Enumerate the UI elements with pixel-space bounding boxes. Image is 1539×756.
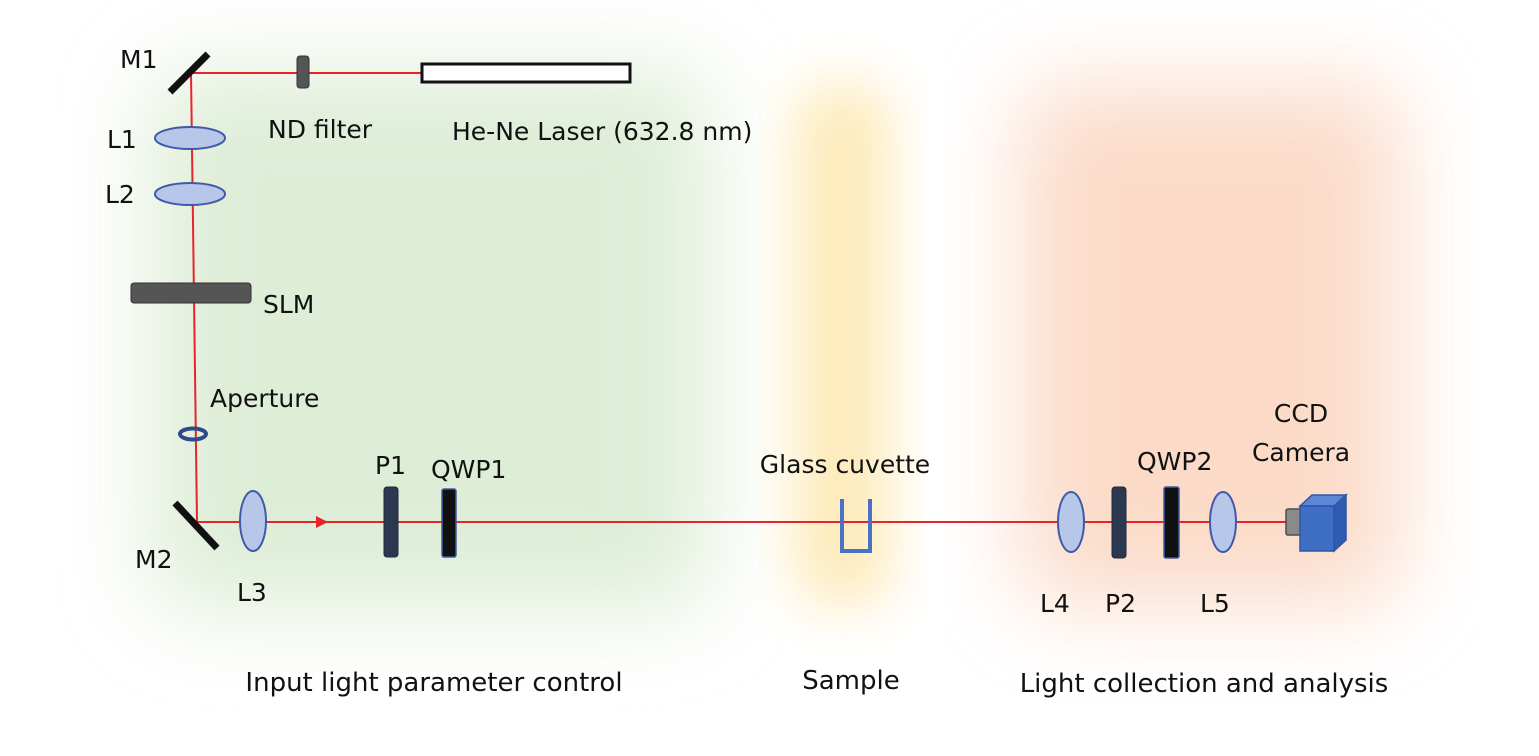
section-sample-caption: Sample — [802, 666, 900, 696]
aperture-icon — [178, 426, 208, 442]
mirror-m2-icon — [172, 500, 220, 551]
region-collection — [1020, 85, 1400, 605]
label-p2: P2 — [1105, 589, 1136, 618]
section-input-caption: Input light parameter control — [245, 668, 623, 698]
label-qwp1: QWP1 — [431, 455, 507, 484]
region-input — [150, 70, 710, 610]
label-laser: He-Ne Laser (632.8 nm) — [452, 117, 753, 146]
lens-l5-icon — [1209, 491, 1237, 553]
nd-filter-icon — [296, 55, 310, 89]
lens-l2-icon — [154, 182, 226, 206]
slm-icon — [130, 282, 252, 304]
label-aperture: Aperture — [210, 384, 320, 413]
label-slm: SLM — [263, 290, 315, 319]
glass-cuvette-icon — [840, 499, 872, 553]
lens-l3-icon — [239, 490, 267, 552]
he-ne-laser-icon — [420, 62, 632, 84]
section-collection-caption: Light collection and analysis — [1019, 669, 1389, 699]
label-p1: P1 — [375, 451, 406, 480]
label-m1: M1 — [120, 45, 158, 74]
label-glass-cuvette: Glass cuvette — [759, 450, 931, 479]
label-nd-filter: ND filter — [268, 115, 373, 144]
label-l1: L1 — [107, 125, 137, 154]
beam-direction-arrow — [316, 516, 328, 528]
label-l2: L2 — [105, 180, 135, 209]
label-camera: Camera — [1251, 438, 1351, 467]
region-sample — [795, 85, 890, 605]
lens-l1-icon — [154, 126, 226, 150]
mirror-m1-icon — [167, 51, 211, 95]
polarizer-p1-icon — [383, 486, 399, 558]
waveplate-qwp2-icon — [1163, 486, 1180, 559]
label-qwp2: QWP2 — [1137, 447, 1213, 476]
ccd-camera-icon — [1285, 493, 1348, 553]
label-l3: L3 — [237, 578, 267, 607]
lens-l4-icon — [1057, 491, 1085, 553]
waveplate-qwp1-icon — [441, 488, 457, 558]
label-m2: M2 — [135, 545, 173, 574]
label-ccd: CCD — [1273, 399, 1329, 428]
polarizer-p2-icon — [1111, 486, 1127, 559]
label-l5: L5 — [1200, 589, 1230, 618]
label-l4: L4 — [1040, 589, 1070, 618]
